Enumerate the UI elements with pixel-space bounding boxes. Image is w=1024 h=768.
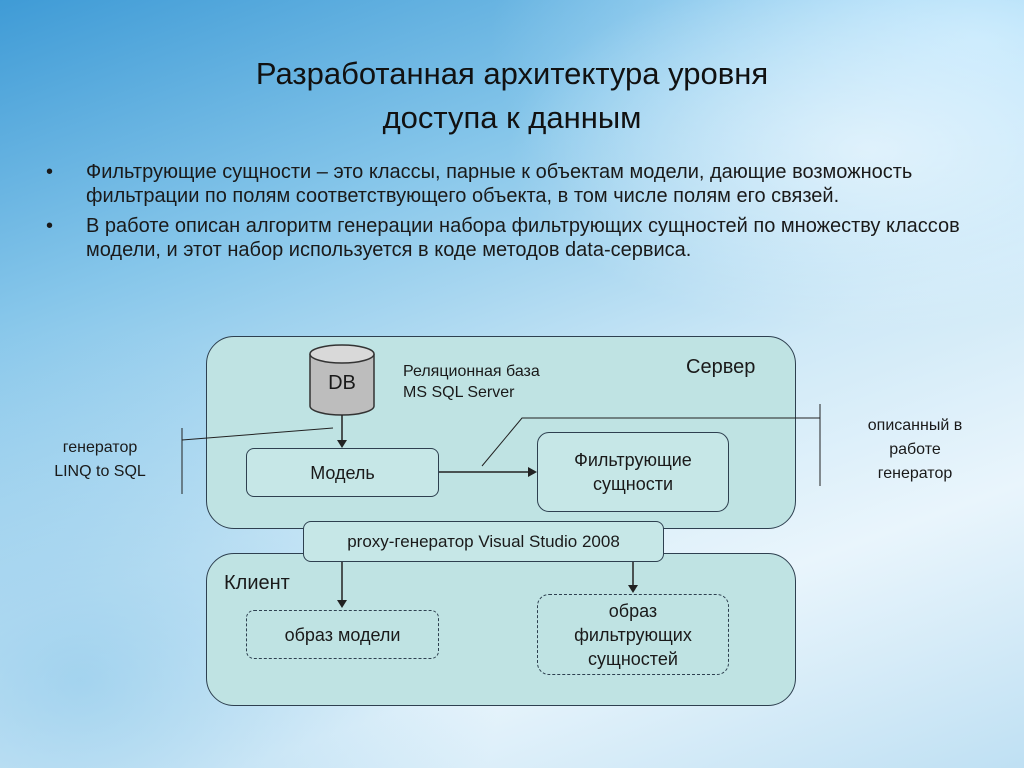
arrow-model-to-filters [439,467,537,477]
filter-entities-image-line-3: сущностей [588,648,678,669]
bullet-item: В работе описан алгоритм генерации набор… [40,214,980,262]
model-box: Модель [246,448,439,497]
client-zone [206,553,796,706]
db-caption-line-1: Реляционная база [403,363,540,380]
bullet-item: Фильтрующие сущности – это классы, парны… [40,160,980,208]
left-annotation-line-2: LINQ to SQL [54,463,146,480]
model-image-box: образ модели [246,610,439,659]
left-annotation-callout [181,427,334,494]
arrow-proxy-to-filters-image [628,562,638,593]
filter-entities-box: Фильтрующие сущности [537,432,729,512]
client-label: Клиент [224,572,290,594]
right-annotation-line-2: работе [889,441,941,458]
proxy-generator-box: proxy-генератор Visual Studio 2008 [303,521,664,562]
db-caption-line-2: MS SQL Server [403,384,515,401]
db-label: DB [328,372,356,394]
model-image-label: образ модели [284,624,401,645]
right-annotation: описанный в работе генератор [840,414,990,486]
server-label: Сервер [686,356,756,378]
database-cylinder-icon [309,344,375,416]
bullet-list: Фильтрующие сущности – это классы, парны… [40,160,980,268]
filter-entities-line-2: сущности [592,474,674,494]
right-annotation-callout [481,404,821,486]
db-caption: Реляционная база MS SQL Server [403,361,540,403]
right-annotation-line-1: описанный в [867,417,963,434]
slide-title: Разработанная архитектура уровня доступа… [0,52,1024,140]
arrow-proxy-to-model-image [337,562,347,608]
slide-title-line-1: Разработанная архитектура уровня [255,56,769,91]
left-annotation-line-1: генератор [62,439,138,456]
left-annotation: генератор LINQ to SQL [30,436,170,484]
filter-entities-image-box: образ фильтрующих сущностей [537,594,729,675]
filter-entities-image-line-1: образ [608,600,658,621]
filter-entities-line-1: Фильтрующие [574,450,692,470]
model-box-label: Модель [310,462,375,483]
filter-entities-image-line-2: фильтрующих [574,624,692,645]
right-annotation-line-3: генератор [877,465,953,482]
slide-title-line-2: доступа к данным [382,100,642,135]
proxy-generator-label: proxy-генератор Visual Studio 2008 [347,531,620,551]
arrow-db-to-model [337,415,347,448]
